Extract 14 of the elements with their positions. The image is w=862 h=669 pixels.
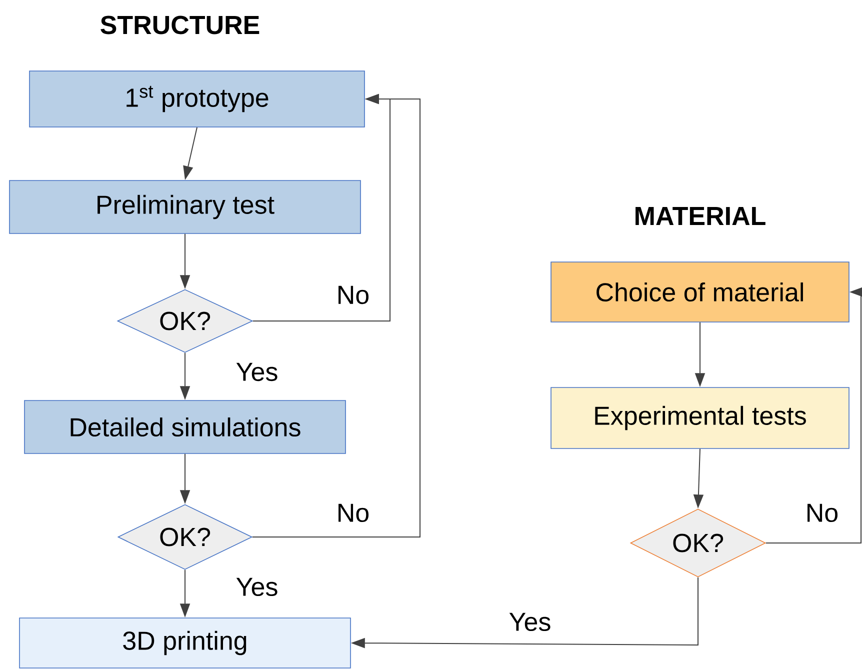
edge-label: Yes xyxy=(234,362,280,382)
process-box: 1$^{st}$ prototype xyxy=(29,70,365,128)
section-heading: STRUCTURE xyxy=(100,16,260,34)
edge-label: No xyxy=(804,502,840,524)
edge-label: Yes xyxy=(234,576,280,598)
edge-label: No xyxy=(335,502,371,524)
process-box: Experimental tests xyxy=(550,387,850,449)
process-box: Preliminary test xyxy=(9,180,361,234)
edge-label: No xyxy=(335,284,371,306)
process-box: 3D printing xyxy=(19,618,351,668)
process-box: Choice of material xyxy=(550,262,850,322)
section-heading: MATERIAL xyxy=(636,207,766,225)
process-box: Detailed simulations xyxy=(24,400,346,454)
edge-label: Yes xyxy=(508,612,552,632)
